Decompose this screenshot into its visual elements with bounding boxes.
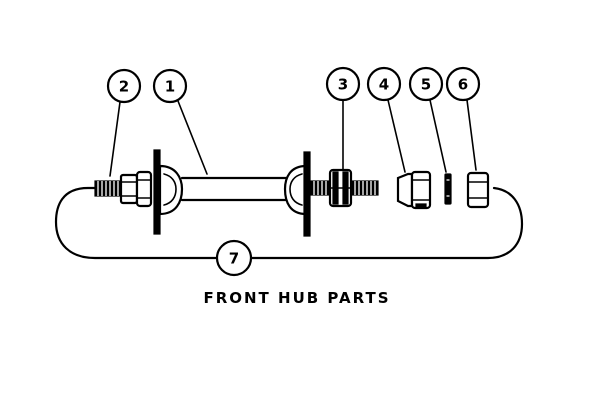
callout-4: 4 [366,66,406,173]
callout-7: 7 [215,239,253,277]
callout-4-label: 4 [379,76,389,94]
parts-group-bracket [54,186,524,260]
lock-nut [328,168,353,208]
diagram-caption: FRONT HUB PARTS [203,289,390,307]
axle-nut [466,171,490,209]
callout-6-label: 6 [458,76,468,94]
washer [444,173,452,205]
callout-1: 1 [152,68,208,175]
callout-5: 5 [408,66,447,173]
callout-7-label: 7 [229,250,239,268]
callout-2-label: 2 [119,78,129,96]
right-flange [283,151,311,237]
left-cone-nut [119,170,153,208]
left-flange [153,149,184,235]
callout-6: 6 [445,66,481,171]
left-threaded-end [94,180,124,197]
callout-1-label: 1 [165,78,175,96]
callout-5-label: 5 [421,76,431,94]
cone [396,170,432,210]
callout-2: 2 [106,68,142,177]
hub-body [180,176,292,202]
callout-3-label: 3 [338,76,348,94]
callout-3: 3 [325,66,361,171]
